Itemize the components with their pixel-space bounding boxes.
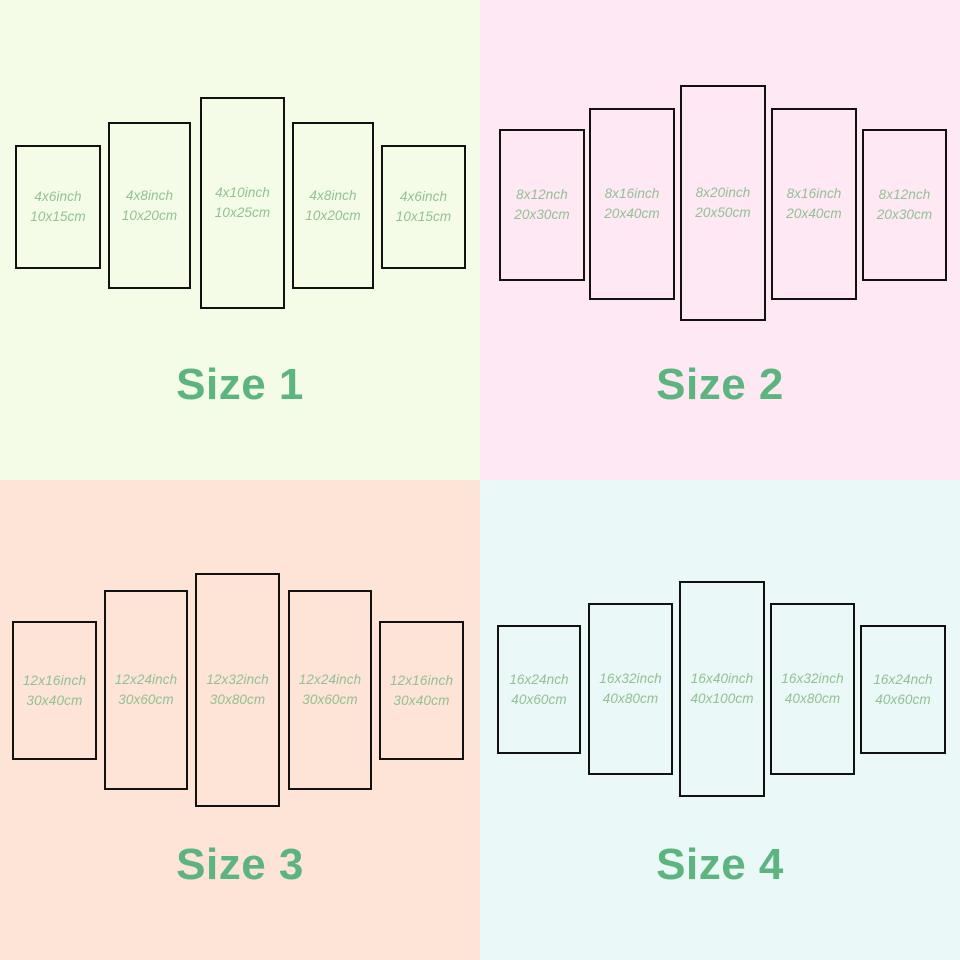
size-2-panel-4-label: 8x16inch 20x40cm — [786, 184, 841, 223]
size-2-panel-5-label: 8x12nch 20x30cm — [877, 185, 932, 224]
label-inches: 8x20inch — [695, 185, 751, 201]
label-inches: 16x32inch — [599, 671, 662, 687]
label-inches: 8x16inch — [786, 186, 842, 202]
label-inches: 4x6inch — [399, 189, 448, 205]
size-3-panel-1-label: 12x16inch 30x40cm — [23, 671, 86, 710]
size-3-panel-5[interactable]: 12x16inch 30x40cm — [379, 621, 464, 760]
size-3-panel-2-label: 12x24inch 30x60cm — [115, 670, 177, 709]
size-2-panel-1-label: 8x12nch 20x30cm — [514, 185, 569, 224]
size-2-panel-2[interactable]: 8x16inch 20x40cm — [589, 108, 675, 300]
label-inches: 12x16inch — [389, 672, 454, 688]
quadrant-size-1: 4x6inch 10x15cm 4x8inch 10x20cm 4x10inch 10x2… — [0, 0, 480, 480]
size-4-panel-4[interactable]: 16x32inch 40x80cm — [770, 603, 855, 775]
size-1-panel-3[interactable]: 4x10inch 10x25cm — [200, 97, 285, 309]
label-inches: 12x16inch — [22, 672, 87, 688]
label-centimeters: 10x20cm — [305, 207, 361, 223]
label-centimeters: 20x30cm — [876, 207, 933, 222]
size-2-panel-1[interactable]: 8x12nch 20x30cm — [499, 129, 585, 281]
title-size-4: Size 4 — [656, 840, 784, 889]
size-1-panel-4-label: 4x8inch 10x20cm — [305, 186, 360, 225]
size-3-panel-4-label: 12x24inch 30x60cm — [299, 670, 361, 709]
size-1-panel-1[interactable]: 4x6inch 10x15cm — [15, 145, 101, 269]
quadrant-size-4: 16x24nch 40x60cm 16x32inch 40x80cm 16x40inch… — [480, 480, 960, 960]
label-inches: 8x16inch — [604, 186, 660, 202]
label-inches: 12x32inch — [206, 672, 269, 688]
size-4-panel-5[interactable]: 16x24nch 40x60cm — [860, 625, 946, 754]
quadrant-size-2: 8x12nch 20x30cm 8x16inch 20x40cm 8x20inch 20x… — [480, 0, 960, 480]
label-centimeters: 10x15cm — [395, 209, 452, 224]
size-2-panel-3-label: 8x20inch 20x50cm — [695, 183, 750, 222]
size-3-panel-5-label: 12x16inch 30x40cm — [390, 671, 453, 710]
label-inches: 4x8inch — [309, 187, 357, 203]
label-inches: 16x24nch — [509, 671, 569, 687]
title-size-1: Size 1 — [176, 360, 304, 409]
size-1-panel-5[interactable]: 4x6inch 10x15cm — [381, 145, 466, 269]
label-inches: 12x24inch — [298, 672, 362, 688]
size-4-panel-4-label: 16x32inch 40x80cm — [781, 669, 843, 708]
size-1-panel-5-label: 4x6inch 10x15cm — [396, 187, 451, 226]
size-2-panel-4[interactable]: 8x16inch 20x40cm — [771, 108, 857, 300]
title-size-2: Size 2 — [656, 360, 784, 409]
label-centimeters: 10x15cm — [30, 209, 86, 224]
label-inches: 4x8inch — [125, 187, 174, 203]
label-centimeters: 10x25cm — [214, 205, 271, 220]
label-inches: 16x40inch — [690, 671, 754, 687]
label-centimeters: 30x40cm — [393, 692, 450, 708]
size-1-panel-1-label: 4x6inch 10x15cm — [30, 187, 85, 226]
label-inches: 16x24nch — [873, 671, 933, 687]
quadrant-size-3: 12x16inch 30x40cm 12x24inch 30x60cm 12x32inc… — [0, 480, 480, 960]
label-centimeters: 20x40cm — [786, 206, 842, 221]
size-3-panel-3-label: 12x32inch 30x80cm — [206, 670, 268, 709]
size-2-panel-3[interactable]: 8x20inch 20x50cm — [680, 85, 766, 321]
label-inches: 4x10inch — [215, 185, 270, 201]
size-1-panel-2[interactable]: 4x8inch 10x20cm — [108, 122, 191, 289]
label-centimeters: 20x30cm — [514, 207, 570, 222]
size-3-panel-1[interactable]: 12x16inch 30x40cm — [12, 621, 97, 760]
size-2-panel-2-label: 8x16inch 20x40cm — [604, 184, 659, 223]
label-centimeters: 30x80cm — [209, 692, 266, 707]
label-centimeters: 40x60cm — [511, 691, 567, 707]
label-centimeters: 30x40cm — [26, 692, 83, 708]
size-3-panel-2[interactable]: 12x24inch 30x60cm — [104, 590, 188, 790]
label-inches: 12x24inch — [114, 672, 178, 688]
size-2-panel-5[interactable]: 8x12nch 20x30cm — [862, 129, 947, 281]
label-centimeters: 40x100cm — [690, 691, 754, 706]
label-centimeters: 40x80cm — [784, 691, 841, 706]
size-4-panel-5-label: 16x24nch 40x60cm — [873, 670, 932, 709]
size-4-panel-1-label: 16x24nch 40x60cm — [509, 670, 568, 709]
label-centimeters: 30x60cm — [118, 692, 174, 707]
label-inches: 4x6inch — [34, 189, 82, 205]
size-4-panel-2[interactable]: 16x32inch 40x80cm — [588, 603, 673, 775]
size-4-panel-1[interactable]: 16x24nch 40x60cm — [497, 625, 581, 754]
label-centimeters: 40x60cm — [875, 691, 931, 707]
size-1-panel-3-label: 4x10inch 10x25cm — [215, 183, 270, 222]
label-centimeters: 30x60cm — [302, 692, 358, 707]
label-inches: 16x32inch — [781, 671, 844, 687]
size-4-panel-3[interactable]: 16x40inch 40x100cm — [679, 581, 765, 797]
size-1-panel-2-label: 4x8inch 10x20cm — [122, 186, 177, 225]
label-inches: 8x12nch — [878, 187, 931, 203]
title-size-3: Size 3 — [176, 840, 304, 889]
size-3-panel-4[interactable]: 12x24inch 30x60cm — [288, 590, 372, 790]
label-centimeters: 40x80cm — [602, 691, 659, 706]
size-4-panel-2-label: 16x32inch 40x80cm — [599, 669, 661, 708]
label-centimeters: 20x50cm — [695, 205, 751, 220]
label-inches: 8x12nch — [516, 187, 568, 203]
size-4-panel-3-label: 16x40inch 40x100cm — [690, 669, 753, 708]
label-centimeters: 20x40cm — [604, 206, 660, 221]
size-1-panel-4[interactable]: 4x8inch 10x20cm — [292, 122, 374, 289]
label-centimeters: 10x20cm — [121, 207, 178, 223]
size-3-panel-3[interactable]: 12x32inch 30x80cm — [195, 573, 280, 807]
